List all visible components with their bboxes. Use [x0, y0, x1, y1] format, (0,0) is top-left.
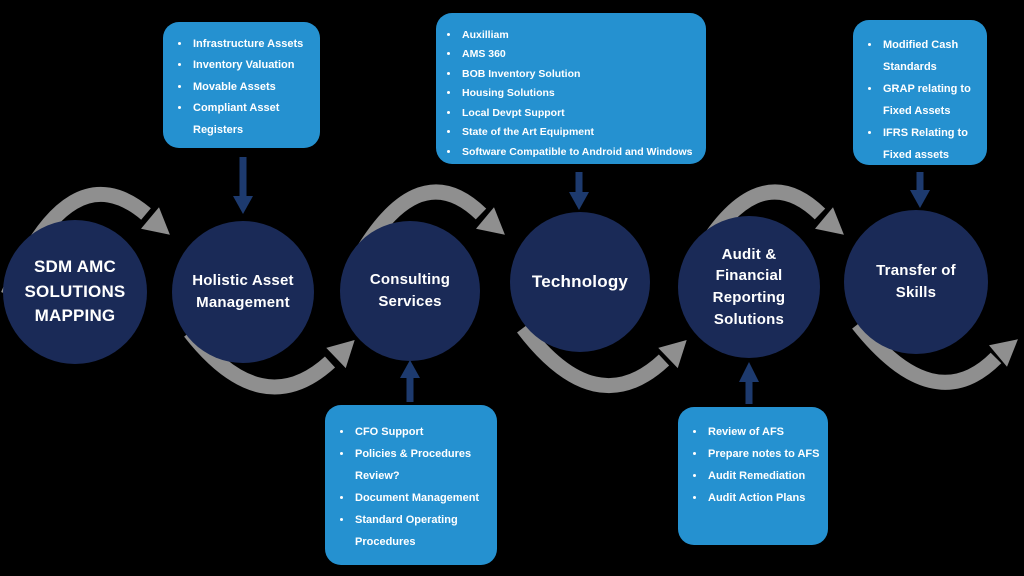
- node-label: Holistic Asset Management: [192, 272, 294, 311]
- callout-transfer-of-skills: Modified Cash StandardsGRAP relating to …: [853, 20, 987, 165]
- callout-holistic-asset-management: Infrastructure AssetsInventory Valuation…: [163, 22, 320, 148]
- callout-list: CFO SupportPolicies & Procedures Review?…: [325, 421, 497, 553]
- node-label: Consulting Services: [369, 271, 451, 310]
- callout-item: Policies & Procedures Review?: [353, 443, 491, 487]
- node-technology: Technology: [510, 212, 650, 352]
- callout-consulting-services: CFO SupportPolicies & Procedures Review?…: [325, 405, 497, 565]
- callout-item: Local Devpt Support: [460, 104, 700, 123]
- node-label: Audit & Financial Reporting Solutions: [712, 245, 786, 328]
- callout-item: AMS 360: [460, 45, 700, 64]
- callout-list: AuxilliamAMS 360BOB Inventory SolutionHo…: [436, 26, 706, 162]
- callout-list: Infrastructure AssetsInventory Valuation…: [163, 34, 320, 141]
- flow-arc-2-3-arrowhead: [326, 339, 355, 369]
- flow-arc-6-out-arrowhead: [989, 339, 1018, 367]
- callout-item: Compliant Asset Registers: [191, 98, 314, 141]
- flow-arc-4-5-arrowhead: [658, 339, 687, 369]
- node-consulting-services: Consulting Services: [340, 221, 480, 361]
- callout-item: Review of AFS: [706, 421, 822, 443]
- callout-item: Inventory Valuation: [191, 55, 314, 76]
- node-holistic-asset-management: Holistic Asset Management: [172, 221, 314, 363]
- node-label: SDM AMC SOLUTIONS MAPPING: [24, 257, 126, 326]
- node-label: Transfer of Skills: [876, 262, 956, 301]
- callout-item: CFO Support: [353, 421, 491, 443]
- pointer-arrow-box1-head: [233, 196, 253, 214]
- callout-list: Modified Cash StandardsGRAP relating to …: [853, 34, 987, 166]
- callout-item: GRAP relating to Fixed Assets: [881, 78, 981, 122]
- flow-arc-4-5: [517, 323, 670, 393]
- callout-item: Modified Cash Standards: [881, 34, 981, 78]
- callout-list: Review of AFSPrepare notes to AFSAudit R…: [678, 421, 828, 509]
- pointer-arrow-box5-head: [739, 362, 759, 382]
- callout-item: Audit Action Plans: [706, 487, 822, 509]
- callout-item: IFRS Relating to Fixed assets: [881, 122, 981, 166]
- callout-item: Audit Remediation: [706, 465, 822, 487]
- callout-item: Housing Solutions: [460, 84, 700, 103]
- flow-arc-6-out: [852, 319, 1002, 390]
- callout-item: BOB Inventory Solution: [460, 65, 700, 84]
- callout-item: Software Compatible to Android and Windo…: [460, 143, 700, 162]
- callout-item: State of the Art Equipment: [460, 123, 700, 142]
- node-transfer-of-skills: Transfer of Skills: [844, 210, 988, 354]
- pointer-arrow-box4-head: [400, 360, 420, 378]
- pointer-arrow-box2-head: [569, 192, 589, 210]
- node-sdm-amc-solutions-mapping: SDM AMC SOLUTIONS MAPPING: [3, 220, 147, 364]
- callout-technology: AuxilliamAMS 360BOB Inventory SolutionHo…: [436, 13, 706, 164]
- callout-item: Prepare notes to AFS: [706, 443, 822, 465]
- flow-arc-1-2-arrowhead: [141, 207, 170, 235]
- callout-audit-financial-reporting: Review of AFSPrepare notes to AFSAudit R…: [678, 407, 828, 545]
- callout-item: Document Management: [353, 487, 491, 509]
- pointer-arrow-box3-head: [910, 190, 930, 208]
- callout-item: Auxilliam: [460, 26, 700, 45]
- callout-item: Standard Operating Procedures: [353, 509, 491, 553]
- callout-item: Infrastructure Assets: [191, 34, 314, 55]
- node-label: Technology: [531, 271, 629, 291]
- flow-arc-5-6-arrowhead: [815, 207, 844, 235]
- callout-item: Movable Assets: [191, 77, 314, 98]
- flow-arc-3-4-arrowhead: [476, 207, 505, 235]
- node-audit-financial-reporting-solutions: Audit & Financial Reporting Solutions: [678, 216, 820, 358]
